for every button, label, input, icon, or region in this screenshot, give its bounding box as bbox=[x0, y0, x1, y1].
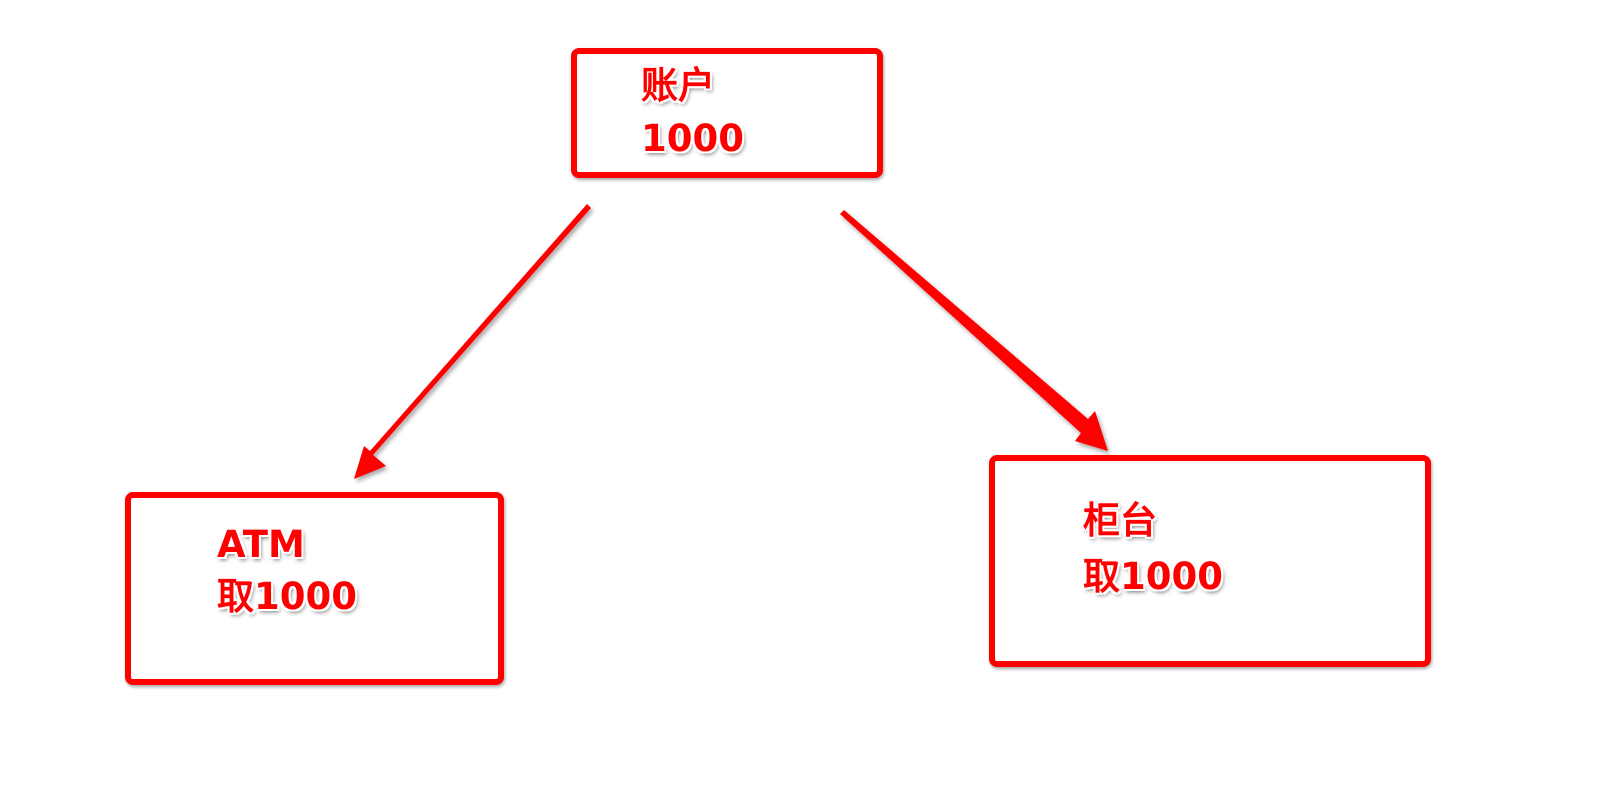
counter-box bbox=[989, 455, 1431, 667]
counter-title: 柜台 bbox=[1083, 499, 1157, 542]
arrow-account-to-atm bbox=[354, 204, 591, 479]
arrow-account-to-counter bbox=[840, 210, 1108, 451]
account-box bbox=[571, 48, 883, 178]
atm-title: ATM bbox=[217, 523, 305, 566]
atm-box bbox=[125, 492, 504, 685]
atm-withdraw-amount: 取1000 bbox=[217, 575, 357, 618]
account-title: 账户 bbox=[641, 64, 715, 107]
counter-withdraw-amount: 取1000 bbox=[1083, 555, 1223, 598]
account-balance: 1000 bbox=[641, 117, 744, 160]
